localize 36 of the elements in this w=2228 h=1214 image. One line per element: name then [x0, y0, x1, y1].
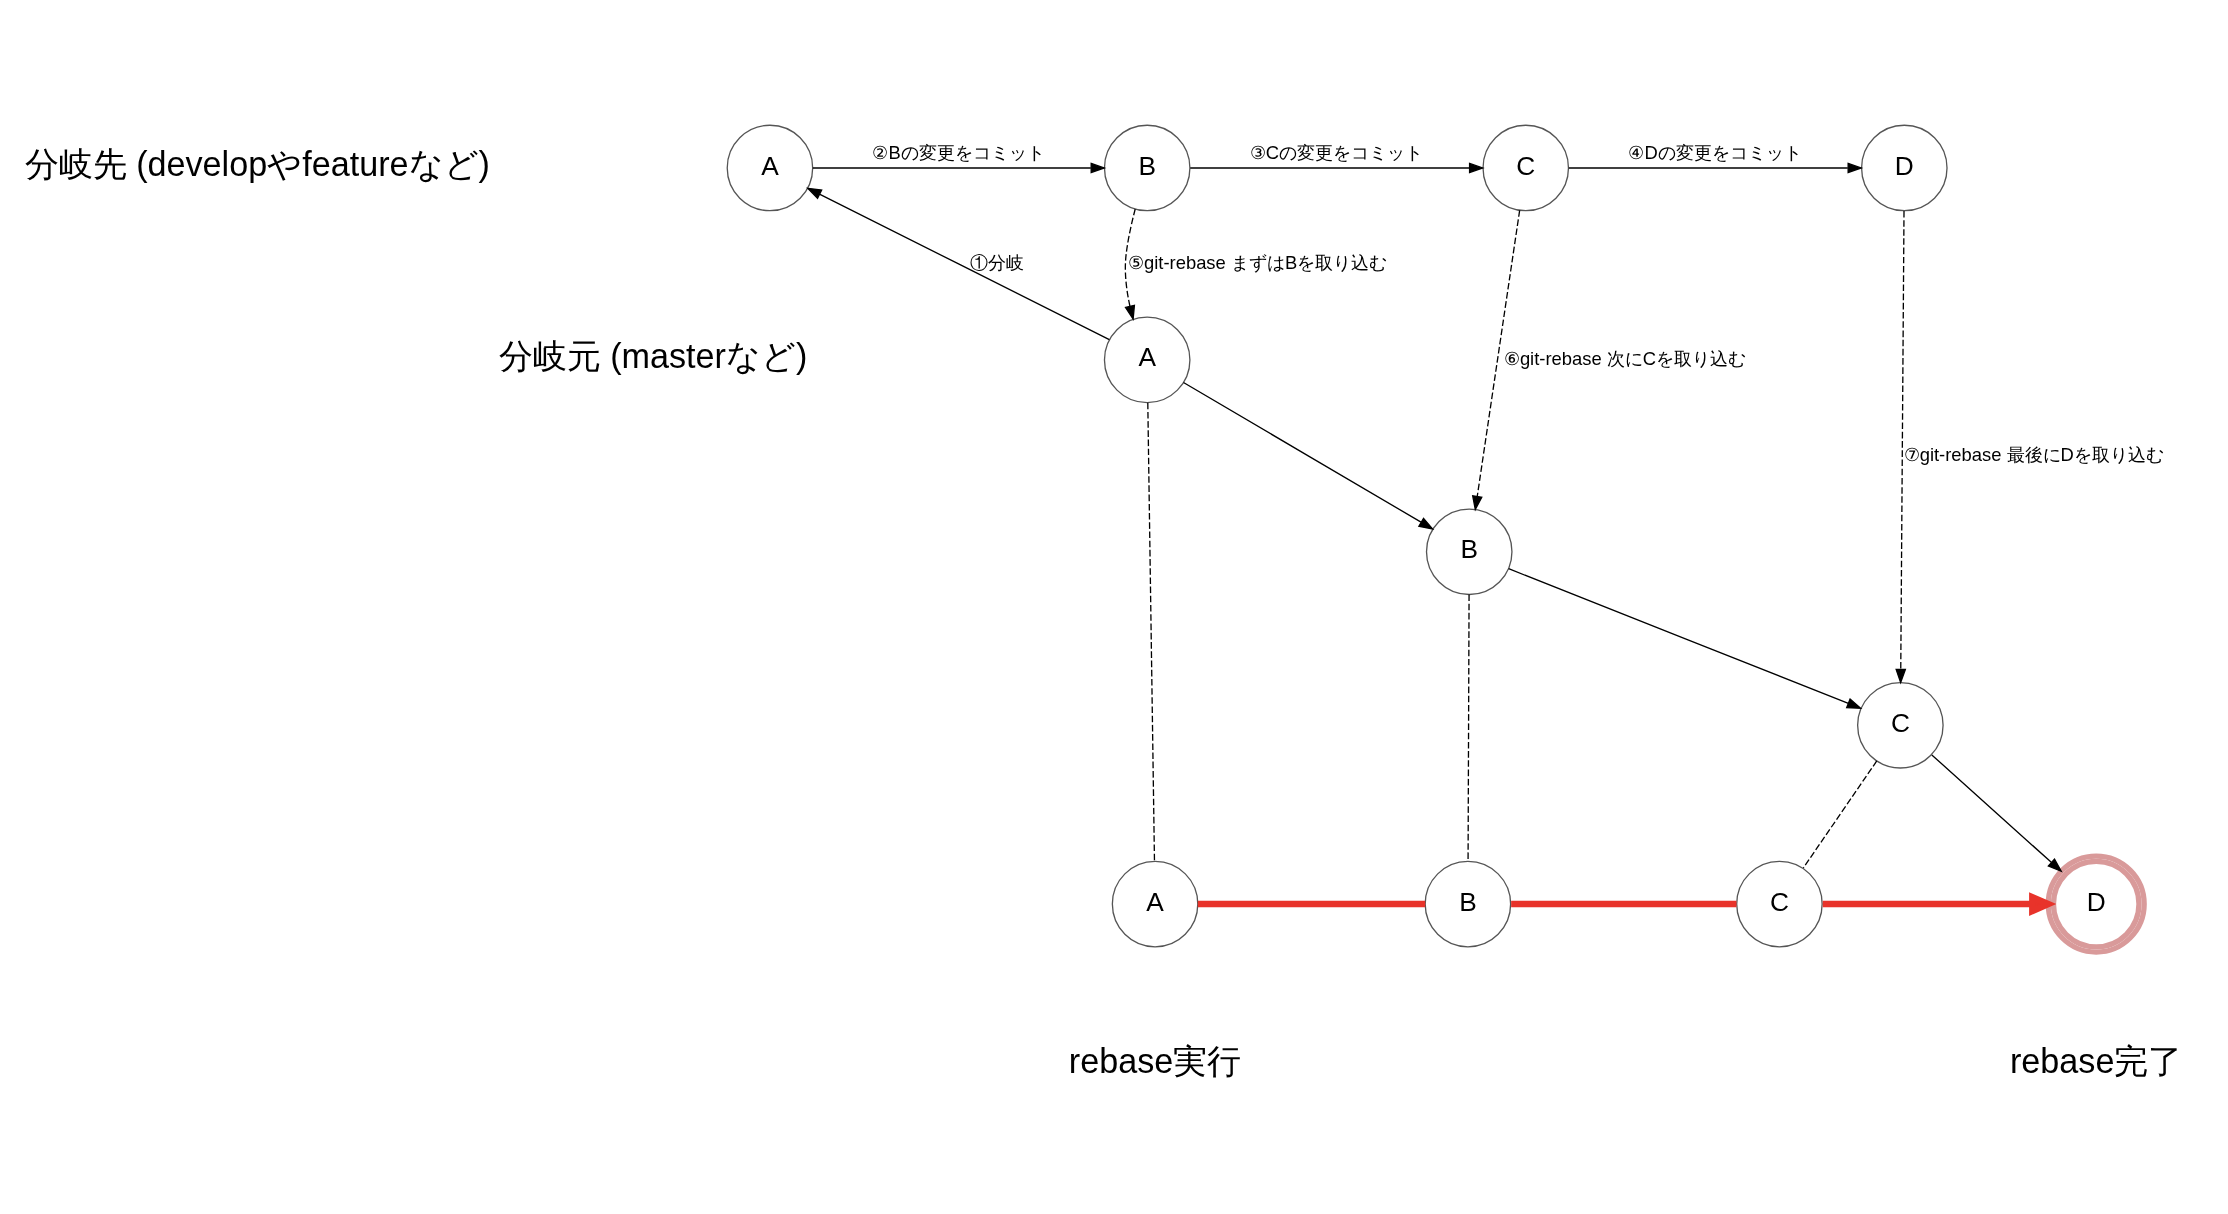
node-circle: C	[1857, 681, 1944, 769]
node-circle: A	[1103, 316, 1191, 404]
edge-label: ③Cの変更をコミット	[1249, 142, 1424, 164]
edge-label: ⑥git-rebase 次にCを取り込む	[1503, 347, 1747, 369]
node-circle: B	[1103, 124, 1191, 212]
edge-label: ⑤git-rebase まずはBを取り込む	[1128, 251, 1388, 273]
arrow	[812, 162, 1107, 174]
arrow	[1931, 754, 2063, 873]
arrow	[1895, 210, 1907, 685]
label: rebase実行	[1068, 1041, 1242, 1080]
connector	[1147, 402, 1156, 862]
arrow	[1568, 162, 1864, 174]
label: rebase完了	[2010, 1041, 2183, 1080]
arrow	[1182, 381, 1435, 530]
arrow	[806, 187, 1110, 341]
label: 分岐元 (masterなど)	[498, 337, 808, 376]
label: 分岐先 (developやfeatureなど)	[24, 145, 490, 184]
connector	[1197, 900, 1426, 908]
arrow	[1507, 568, 1863, 709]
node-circle: B	[1425, 508, 1513, 596]
node-circle: A	[1111, 860, 1199, 948]
node-circle: D	[1860, 124, 1948, 212]
arrow	[1189, 162, 1485, 174]
edge-label: ①分岐	[970, 251, 1025, 273]
node-circle: A	[726, 124, 814, 212]
arrow	[1124, 208, 1136, 322]
edge-label: ④Dの変更をコミット	[1628, 142, 1802, 164]
arrow	[1471, 209, 1521, 512]
connector	[1802, 760, 1878, 869]
node-circle: C	[1736, 860, 1823, 948]
connector	[1467, 593, 1470, 862]
edge-label: ②Bの変更をコミット	[872, 142, 1045, 164]
arrow	[1822, 892, 2057, 916]
node-circle: C	[1482, 124, 1570, 212]
node-circle: B	[1424, 860, 1512, 948]
edge-label: ⑦git-rebase 最後にDを取り込む	[1903, 443, 2164, 465]
